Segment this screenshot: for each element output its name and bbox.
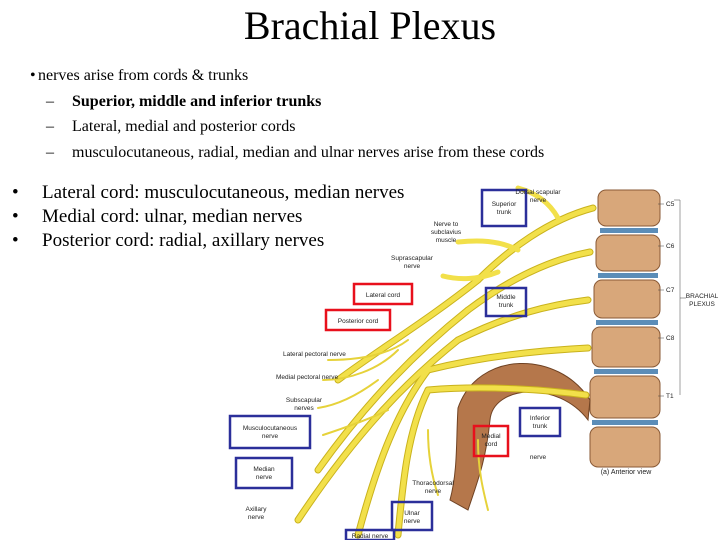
label-long-thoracic: nerve [530, 454, 547, 461]
label-c6: C6 [666, 243, 675, 250]
superior-trunk-box [480, 188, 528, 228]
label-axillary-2: nerve [248, 514, 265, 521]
label-musculocutaneous: Musculocutaneous [243, 425, 298, 432]
label-suprascapular: Suprascapular [391, 255, 434, 262]
inferior-trunk-box [518, 406, 562, 438]
label-musculocutaneous-2: nerve [262, 433, 279, 440]
label-suprascapular-2: nerve [404, 263, 421, 270]
ulnar-box [390, 500, 434, 532]
label-subscapular: Subscapular [286, 397, 323, 404]
label-dorsal-scapular-2: nerve [530, 197, 547, 204]
subitem-trunks: –Superior, middle and inferior trunks [46, 93, 322, 110]
subitem-nerves: –musculocutaneous, radial, median and ul… [46, 144, 545, 161]
first-rib [449, 362, 591, 511]
label-medial-cord: Medial [481, 433, 501, 440]
label-axillary: Axillary [246, 506, 268, 513]
label-median-2: nerve [256, 474, 273, 481]
label-nerve-subclavius: Nerve to [434, 221, 459, 228]
bullet-medial-cord: •Medial cord: ulnar, median nerves [12, 206, 303, 227]
lateral-cord-box [352, 282, 414, 306]
label-t1: T1 [666, 393, 674, 400]
bullet-marker: • [30, 67, 36, 84]
label-lateral-cord: Lateral cord [366, 292, 401, 299]
medial-cord-box [472, 424, 510, 458]
label-nerve-subclavius-3: muscle [436, 237, 457, 244]
bullet-posterior-cord: •Posterior cord: radial, axillary nerves [12, 230, 325, 251]
label-c5: C5 [666, 201, 675, 208]
label-c8: C8 [666, 335, 675, 342]
label-brachial-plexus: BRACHIAL [686, 293, 719, 300]
label-medial-cord-2: cord [485, 441, 498, 448]
nerve-branches [317, 339, 489, 511]
label-subscapular-2: nerves [294, 405, 314, 412]
label-brachial-plexus-2: PLEXUS [689, 301, 715, 308]
posterior-cord-box [324, 308, 392, 332]
label-c7: C7 [666, 287, 675, 294]
label-superior-trunk-2: trunk [497, 209, 512, 216]
bullet-text: nerves arise from cords & trunks [38, 67, 249, 84]
bullet-lateral-cord: •Lateral cord: musculocutaneous, median … [12, 182, 405, 203]
label-middle-trunk: Middle [496, 294, 516, 301]
label-ulnar-2: nerve [404, 518, 421, 525]
radial-box [344, 528, 396, 540]
musculocutaneous-box [228, 414, 312, 450]
label-lateral-pectoral: Lateral pectoral nerve [283, 351, 346, 358]
label-medial-pectoral: Medial pectoral nerve [276, 374, 339, 381]
label-nerve-subclavius-2: subclavius [431, 229, 462, 236]
label-posterior-cord: Posterior cord [338, 318, 379, 325]
label-thoracodorsal-2: nerve [425, 488, 442, 495]
leader-lines [658, 199, 686, 397]
label-dorsal-scapular: Dorsal scapular [515, 189, 561, 196]
median-box [234, 456, 294, 490]
slide-title: Brachial Plexus [243, 3, 497, 48]
vertebral-column [589, 189, 661, 468]
label-ulnar: Ulnar [404, 510, 420, 517]
middle-trunk-box [484, 286, 528, 318]
label-inferior-trunk: Inferior [530, 415, 551, 422]
label-thoracodorsal: Thoracodorsal [412, 480, 454, 487]
label-median: Median [253, 466, 275, 473]
anatomy-drawing: Dorsal scapular nerve Superior trunk Ner… [228, 185, 719, 540]
label-radial: Radial nerve [352, 533, 389, 540]
label-middle-trunk-2: trunk [499, 302, 514, 309]
label-anterior-view: (a) Anterior view [601, 469, 653, 476]
brachial-plexus-illustration: Dorsal scapular nerve Superior trunk Ner… [228, 180, 720, 540]
label-superior-trunk: Superior [492, 201, 517, 208]
subitem-cords: –Lateral, medial and posterior cords [46, 118, 296, 135]
label-inferior-trunk-2: trunk [533, 423, 548, 430]
